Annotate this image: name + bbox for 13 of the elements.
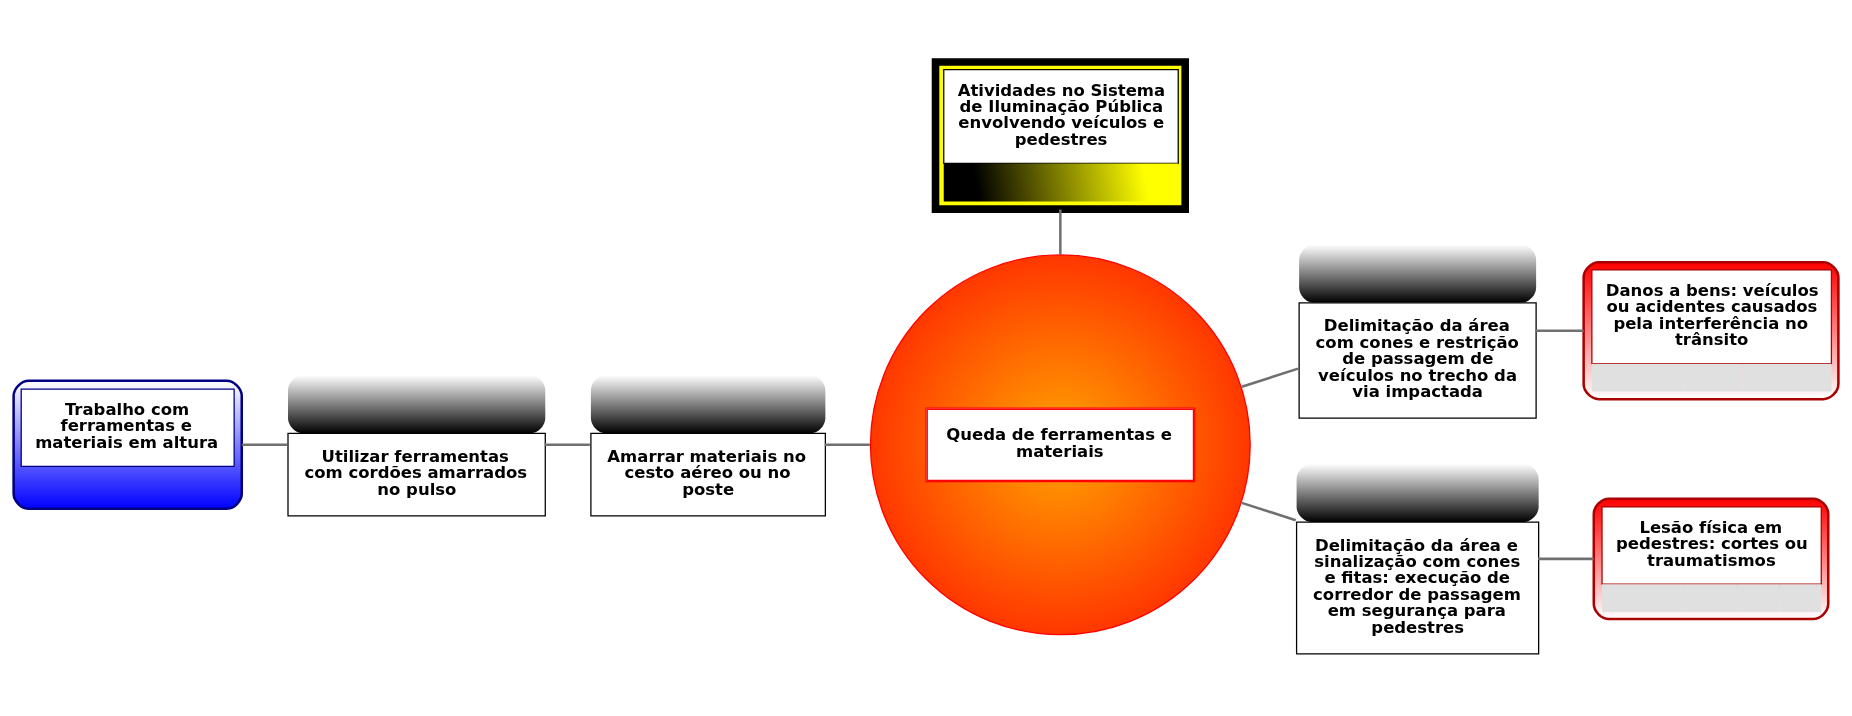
node-circle: Queda de ferramentas e materiais <box>869 254 1251 636</box>
connector <box>824 443 870 447</box>
node-box: Danos a bens: veículos ou acidentes causados pela interferência no trânsito <box>1582 261 1840 401</box>
node-box: Trabalho com ferramentas e materiais em altura <box>12 379 243 511</box>
connector <box>1241 501 1297 522</box>
connector <box>1538 557 1594 561</box>
connector <box>544 443 590 447</box>
node-box: Lesão física em pedestres: cortes ou traumatismos <box>1592 497 1830 621</box>
connector <box>1059 209 1062 255</box>
connector <box>241 443 288 447</box>
connector <box>1241 367 1299 388</box>
connector <box>1535 329 1584 332</box>
node-box: Atividades no Sistema de Iluminação Pública envolvendo veículos e pedestres <box>931 58 1189 213</box>
